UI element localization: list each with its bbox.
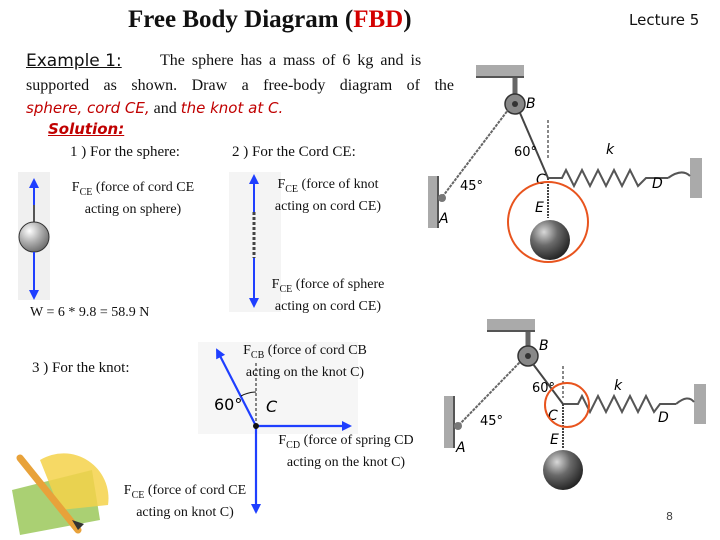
knot-cd-text: (force of spring CD xyxy=(300,433,414,448)
knot-point-label: C xyxy=(266,397,278,416)
logo-pencil xyxy=(16,454,82,534)
knot-cd-text2: acting on the knot C) xyxy=(286,454,406,470)
cord-bottom-text: (force of sphere xyxy=(292,277,385,292)
logo-protractor xyxy=(40,453,109,510)
anchor-a-bottom xyxy=(454,422,462,430)
cord-ab-bottom xyxy=(455,361,521,429)
problem-sphere-cord: sphere, cord CE, xyxy=(26,99,150,117)
wall-right-bottom xyxy=(694,384,706,424)
title-abbrev: FBD xyxy=(353,6,404,33)
cord-fbd xyxy=(229,172,281,312)
wall-top xyxy=(428,176,438,228)
label-a-bottom: A xyxy=(455,440,466,456)
wall-bottom xyxy=(444,396,454,448)
sphere-fbd xyxy=(18,172,50,300)
label-60-top: 60° xyxy=(514,145,537,160)
sphere-force-ce-text2: acting on sphere) xyxy=(84,201,182,217)
pulley-hub-top xyxy=(512,101,518,107)
label-45-bottom: 45° xyxy=(480,414,503,429)
label-a-top: A xyxy=(438,211,449,227)
knot-point xyxy=(253,423,259,429)
knot-cb-text2: acting on the knot C) xyxy=(245,364,365,380)
title-suffix: ) xyxy=(403,6,412,33)
knot-angle-arc xyxy=(240,391,257,397)
label-c-top: C xyxy=(536,172,546,188)
hook-d-bottom xyxy=(675,397,695,405)
ceiling-mount-top xyxy=(476,65,524,77)
page-number: 8 xyxy=(666,510,673,523)
example-label-text: Example 1: xyxy=(26,51,122,71)
problem-line-2: supported as shown. Draw a free-body dia… xyxy=(26,77,454,94)
label-b-top: B xyxy=(526,96,536,112)
label-b-bottom: B xyxy=(539,338,549,354)
hook-d-top xyxy=(667,171,691,179)
wall-right-top xyxy=(690,158,702,198)
example-label: Example 1: xyxy=(26,51,122,71)
cord-bc-top xyxy=(519,112,549,179)
cord-top-text2: acting on cord CE) xyxy=(274,198,382,214)
cord-top-sub: CE xyxy=(285,183,299,195)
knot-ce-sub: CE xyxy=(131,489,145,501)
label-e-top: E xyxy=(535,200,544,216)
sphere-force-ce-label: FCE (force of cord CE acting on sphere) xyxy=(71,180,195,217)
step-sphere-heading: 1 ) For the sphere: xyxy=(70,144,180,160)
ceiling-mount-bottom xyxy=(487,319,535,331)
knot-ce-label: FCE (force of cord CE acting on knot C) xyxy=(123,483,247,520)
knot-ce-text2: acting on knot C) xyxy=(136,504,234,520)
cord-bottom-force-label: FCE (force of sphere acting on cord CE) xyxy=(271,277,385,314)
system-figure-bottom: B A 45° 60° C k D E xyxy=(444,319,706,490)
force-cb-arrow xyxy=(216,348,257,427)
geometry-logo xyxy=(12,453,109,535)
title-prefix: Free Body Diagram ( xyxy=(128,6,354,33)
system-figure-top: B A 45° 60° C k D E xyxy=(428,65,702,263)
knot-cd-sub: CD xyxy=(286,439,301,451)
label-k-top: k xyxy=(606,142,615,158)
problem-line-3: sphere, cord CE, and the knot at C. xyxy=(26,99,283,118)
cord-bottom-text2: acting on cord CE) xyxy=(274,298,382,314)
problem-knot: the knot at C. xyxy=(180,99,284,117)
sphere-top xyxy=(530,220,570,260)
knot-cb-label: FCB (force of cord CB acting on the knot… xyxy=(243,343,367,380)
sphere-force-ce-text: (force of cord CE xyxy=(92,180,195,195)
sphere-shape xyxy=(18,221,50,253)
lecture-label: Lecture 5 xyxy=(629,11,700,29)
knot-fbd: 60° C xyxy=(198,342,358,514)
pulley-hub-bottom xyxy=(525,353,531,359)
cord-top-text: (force of knot xyxy=(298,177,379,192)
step-cord-heading: 2 ) For the Cord CE: xyxy=(232,144,356,160)
spring-cd-bottom xyxy=(563,393,676,415)
knot-cb-text: (force of cord CB xyxy=(264,343,367,358)
problem-and: and xyxy=(149,100,181,117)
sphere-force-ce-sub: CE xyxy=(79,186,93,198)
anchor-a-top xyxy=(438,194,446,202)
knot-ce-text: (force of cord CE xyxy=(144,483,247,498)
highlight-circle-sphere xyxy=(507,181,589,263)
label-c-bottom: C xyxy=(548,408,558,424)
knot-angle-label: 60° xyxy=(214,395,242,414)
cord-bc-bottom xyxy=(532,363,564,405)
step-knot-heading: 3 ) For the knot: xyxy=(32,360,130,376)
spring-cd-top xyxy=(548,167,668,189)
sphere-weight-label: W = 6 * 9.8 = 58.9 N xyxy=(30,305,150,320)
highlight-circle-knot xyxy=(544,382,590,428)
cord-top-force-label: FCE (force of knot acting on cord CE) xyxy=(274,177,382,214)
cord-ab-top xyxy=(439,109,509,201)
problem-line-1: The sphere has a mass of 6 kg and is xyxy=(160,52,422,69)
sphere-bottom xyxy=(543,450,583,490)
knot-cb-sub: CB xyxy=(250,349,265,361)
label-d-top: D xyxy=(652,176,663,192)
knot-cd-label: FCD (force of spring CD acting on the kn… xyxy=(278,433,414,470)
label-d-bottom: D xyxy=(658,410,669,426)
label-k-bottom: k xyxy=(614,378,623,394)
solution-label: Solution: xyxy=(48,120,125,138)
page-title: Free Body Diagram (FBD) xyxy=(128,6,412,34)
logo-pencil-tip xyxy=(72,520,84,530)
label-45-top: 45° xyxy=(460,179,483,194)
label-e-bottom: E xyxy=(550,432,559,448)
cord-bottom-sub: CE xyxy=(279,283,293,295)
